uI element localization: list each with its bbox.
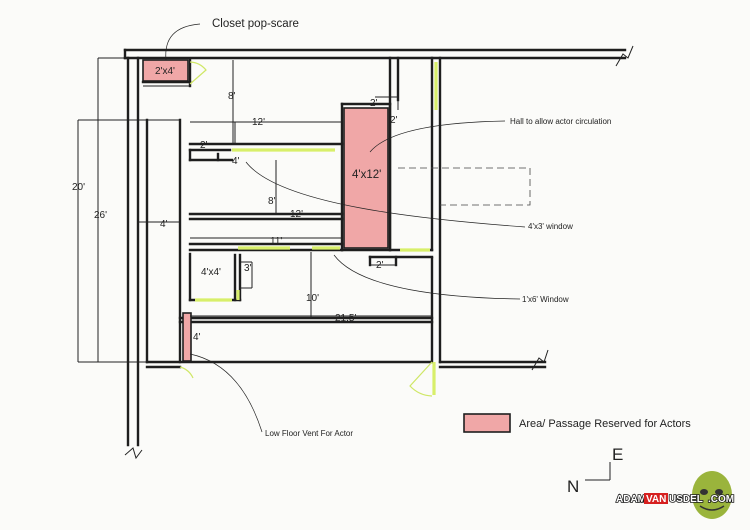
- dim-10: 10': [306, 293, 319, 304]
- dashed-outline: [398, 167, 531, 206]
- logo-text-2: VAN: [646, 494, 666, 505]
- dim-20: 20': [72, 182, 85, 193]
- compass-east: E: [612, 445, 623, 464]
- dim-4-hall: 4': [160, 219, 168, 230]
- closet-reserved-area: [142, 59, 189, 82]
- dim-2-a: 2': [370, 98, 378, 109]
- dim-11: 11': [270, 236, 282, 247]
- window-1x6-annotation: 1'x6' Window: [522, 295, 569, 304]
- outer-walls: [123, 45, 634, 460]
- dim-2-d: 2': [376, 260, 384, 271]
- closet-door: [189, 61, 207, 85]
- dim-12-top: 12': [252, 117, 265, 128]
- break-mark-left: [124, 447, 143, 460]
- vent-leader: [189, 353, 263, 433]
- interior-walls: [141, 58, 531, 324]
- hall-reserved-area: [343, 107, 389, 249]
- vent-annotation: Low Floor Vent For Actor: [265, 429, 353, 438]
- break-mark-right: [531, 349, 549, 371]
- site-logo: ADAM VAN USDEL .COM: [615, 471, 735, 519]
- window-4x3-annotation: 4'x3' window: [528, 222, 573, 231]
- legend-label: Area/ Passage Reserved for Actors: [519, 418, 691, 430]
- closet-leader: [165, 23, 201, 61]
- dimension-lines: [77, 57, 432, 363]
- dim-8-mid: 8': [268, 196, 276, 207]
- dim-21-5: 21.5': [335, 313, 356, 324]
- logo-text-3: USDEL: [669, 494, 703, 505]
- dim-4-vent: 4': [193, 332, 201, 343]
- legend: Area/ Passage Reserved for Actors: [463, 413, 691, 433]
- compass-north: N: [567, 477, 579, 496]
- hall-area-label: 4'x12': [352, 169, 381, 181]
- small-room-label: 4'x4': [201, 267, 221, 278]
- leader-lines: [165, 23, 526, 433]
- window-4x3-leader: [245, 161, 526, 228]
- dim-8-top: 8': [228, 91, 236, 102]
- dim-26: 26': [94, 210, 107, 221]
- dim-2-b: 2': [390, 115, 398, 126]
- break-mark-top: [615, 45, 634, 67]
- legend-swatch: [463, 413, 511, 433]
- dim-4-a: 4': [232, 156, 240, 167]
- hall-leader: [369, 120, 506, 153]
- window-1x6-leader: [333, 254, 521, 300]
- logo-text-1: ADAM: [616, 494, 646, 505]
- windows-doors: [179, 61, 438, 397]
- dim-12-mid: 12': [290, 209, 303, 220]
- hall-annotation: Hall to allow actor circulation: [510, 117, 611, 126]
- closet-annotation: Closet pop-scare: [212, 18, 299, 30]
- closet-area-label: 2'x4': [155, 66, 175, 77]
- vent-reserved-area: [182, 312, 192, 362]
- logo-text-4: .COM: [708, 494, 734, 505]
- compass: N E: [567, 445, 623, 496]
- dim-3: 3': [244, 263, 252, 274]
- exit-door: [409, 361, 433, 397]
- dim-2-c: 2': [200, 140, 208, 151]
